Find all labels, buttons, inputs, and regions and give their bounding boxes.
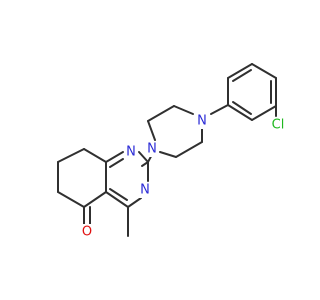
- bond-layer: [57, 63, 277, 237]
- bond: [159, 151, 177, 158]
- bond: [173, 105, 194, 115]
- bond: [138, 151, 149, 163]
- atom-n1-label: N: [126, 145, 136, 160]
- atom-piperazine-n-a: N: [145, 141, 159, 157]
- atom-piperazine-n-b-label: N: [197, 114, 207, 129]
- atom-piperazine-n-b: N: [195, 113, 209, 129]
- atom-piperazine-n-a-label: N: [147, 142, 157, 157]
- bond: [147, 120, 156, 141]
- molecule-structure: N N N N O Cl: [57, 63, 289, 240]
- bond: [109, 188, 128, 201]
- atom-o: O: [80, 224, 94, 240]
- bond: [227, 104, 253, 121]
- bond: [83, 191, 107, 208]
- atom-cl-label: Cl: [272, 118, 285, 133]
- bond: [232, 101, 252, 115]
- atom-label-layer: N N N N O Cl: [80, 113, 289, 240]
- bond: [105, 151, 124, 163]
- bond: [109, 158, 124, 168]
- bond: [210, 104, 229, 115]
- bond: [232, 69, 252, 82]
- atom-o-label: O: [82, 225, 92, 240]
- atom-n3: N: [138, 182, 152, 198]
- bond: [105, 191, 129, 208]
- bond: [175, 141, 203, 158]
- bond: [227, 63, 253, 79]
- atom-n3-label: N: [140, 183, 150, 198]
- atom-n1: N: [124, 144, 138, 160]
- bond: [251, 105, 277, 121]
- bond: [57, 148, 85, 163]
- bond: [251, 63, 277, 79]
- bond: [127, 197, 142, 208]
- bond: [83, 148, 107, 163]
- atom-cl: Cl: [269, 117, 289, 133]
- bond: [147, 105, 175, 122]
- bond: [141, 161, 149, 167]
- bond: [57, 191, 85, 208]
